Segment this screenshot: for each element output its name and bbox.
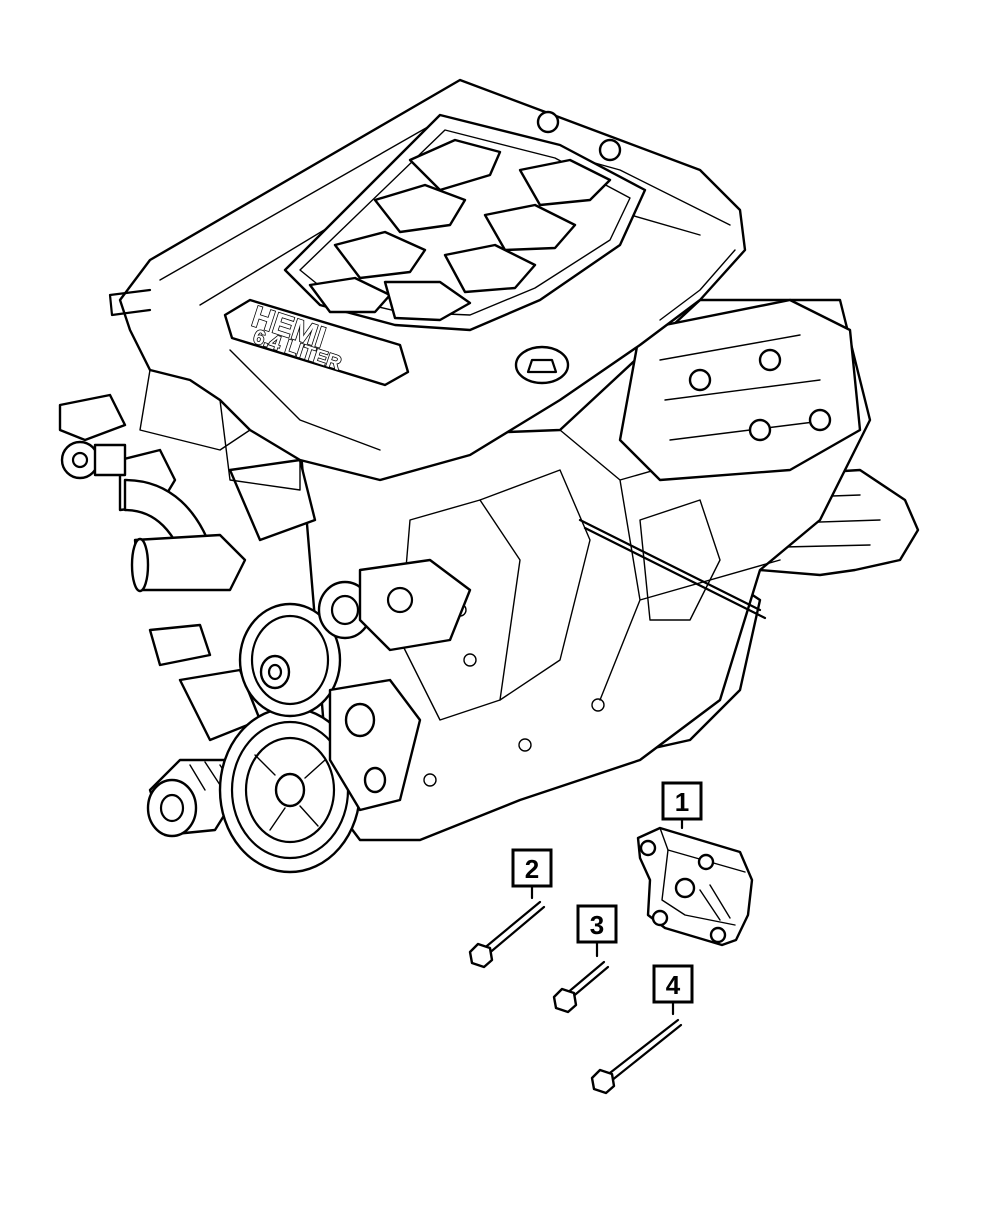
callout-2: 2 — [511, 848, 553, 900]
part-3-bolt — [552, 960, 610, 1014]
part-4-bolt — [590, 1018, 683, 1095]
callout-3: 3 — [576, 904, 618, 958]
callout-1-label: 1 — [675, 787, 689, 817]
part-2-bolt — [468, 900, 546, 969]
callout-2-label: 2 — [525, 854, 539, 884]
engine-assembly: HEMI 6.4 LITER — [58, 78, 920, 874]
front-accessory-drive — [218, 558, 472, 874]
coolant-hoses — [58, 393, 317, 742]
callout-3-label: 3 — [590, 910, 604, 940]
callout-1: 1 — [661, 781, 703, 830]
oil-filter — [146, 758, 242, 838]
callout-4: 4 — [652, 964, 694, 1016]
callout-4-label: 4 — [666, 970, 681, 1000]
engine-cover: HEMI 6.4 LITER — [108, 78, 747, 491]
part-1-bracket — [636, 826, 754, 947]
